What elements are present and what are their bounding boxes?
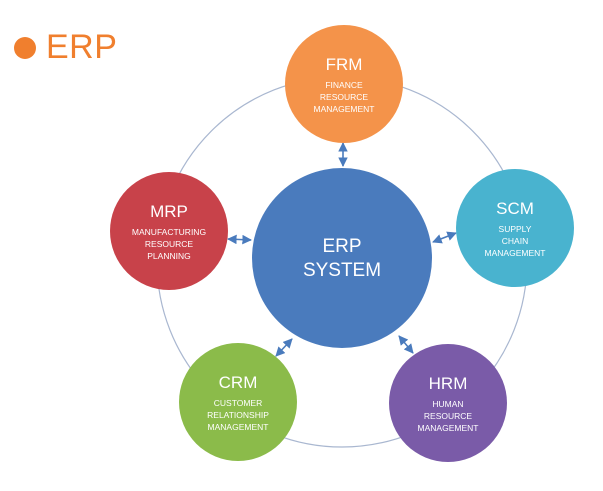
crm-node: CRM CUSTOMER RELATIONSHIP MANAGEMENT — [179, 343, 297, 461]
orange-dot-icon — [14, 36, 36, 59]
scm-circle — [456, 169, 574, 287]
connector-hrm — [398, 335, 414, 354]
hrm-node: HRM HUMAN RESOURCE MANAGEMENT — [389, 344, 507, 462]
crm-desc-line-2: RELATIONSHIP — [207, 410, 269, 420]
frm-node: FRM FINANCE RESOURCE MANAGEMENT — [285, 25, 403, 143]
erp-system-label-line-1: ERP — [322, 236, 361, 257]
connector-crm — [275, 338, 293, 357]
hrm-desc-line-1: HUMAN — [432, 399, 463, 409]
module-nodes: FRM FINANCE RESOURCE MANAGEMENT SCM SUPPLY CHA… — [110, 25, 574, 462]
scm-node: SCM SUPPLY CHAIN MANAGEMENT — [456, 169, 574, 287]
hrm-desc-line-2: RESOURCE — [424, 411, 473, 421]
mrp-desc-line-1: MANUFACTURING — [132, 227, 206, 237]
connector-mrp — [227, 234, 252, 245]
mrp-node: MRP MANUFACTURING RESOURCE PLANNING — [110, 172, 228, 290]
page-heading: ERP — [14, 28, 117, 67]
frm-abbr: FRM — [326, 55, 363, 74]
scm-desc-line-2: CHAIN — [502, 236, 528, 246]
page-title: ERP — [46, 28, 118, 66]
crm-abbr: CRM — [219, 373, 258, 392]
frm-desc-line-3: MANAGEMENT — [314, 104, 375, 114]
scm-desc-line-1: SUPPLY — [499, 224, 532, 234]
scm-abbr: SCM — [496, 199, 534, 218]
mrp-desc-line-3: PLANNING — [147, 251, 190, 261]
connector-scm — [432, 231, 457, 244]
hrm-desc-line-3: MANAGEMENT — [418, 423, 479, 433]
crm-desc-line-3: MANAGEMENT — [208, 422, 269, 432]
crm-desc-line-1: CUSTOMER — [214, 398, 263, 408]
hrm-abbr: HRM — [429, 374, 468, 393]
frm-desc-line-2: RESOURCE — [320, 92, 369, 102]
erp-system-label-line-2: SYSTEM — [303, 260, 381, 281]
frm-desc-line-1: FINANCE — [325, 80, 363, 90]
crm-circle — [179, 343, 297, 461]
scm-desc-line-3: MANAGEMENT — [485, 248, 546, 258]
frm-circle — [285, 25, 403, 143]
mrp-circle — [110, 172, 228, 290]
mrp-abbr: MRP — [150, 202, 188, 221]
erp-system-node: ERP SYSTEM — [252, 168, 432, 348]
mrp-desc-line-2: RESOURCE — [145, 239, 194, 249]
hrm-circle — [389, 344, 507, 462]
connectors — [227, 142, 457, 357]
erp-system-circle — [252, 168, 432, 348]
